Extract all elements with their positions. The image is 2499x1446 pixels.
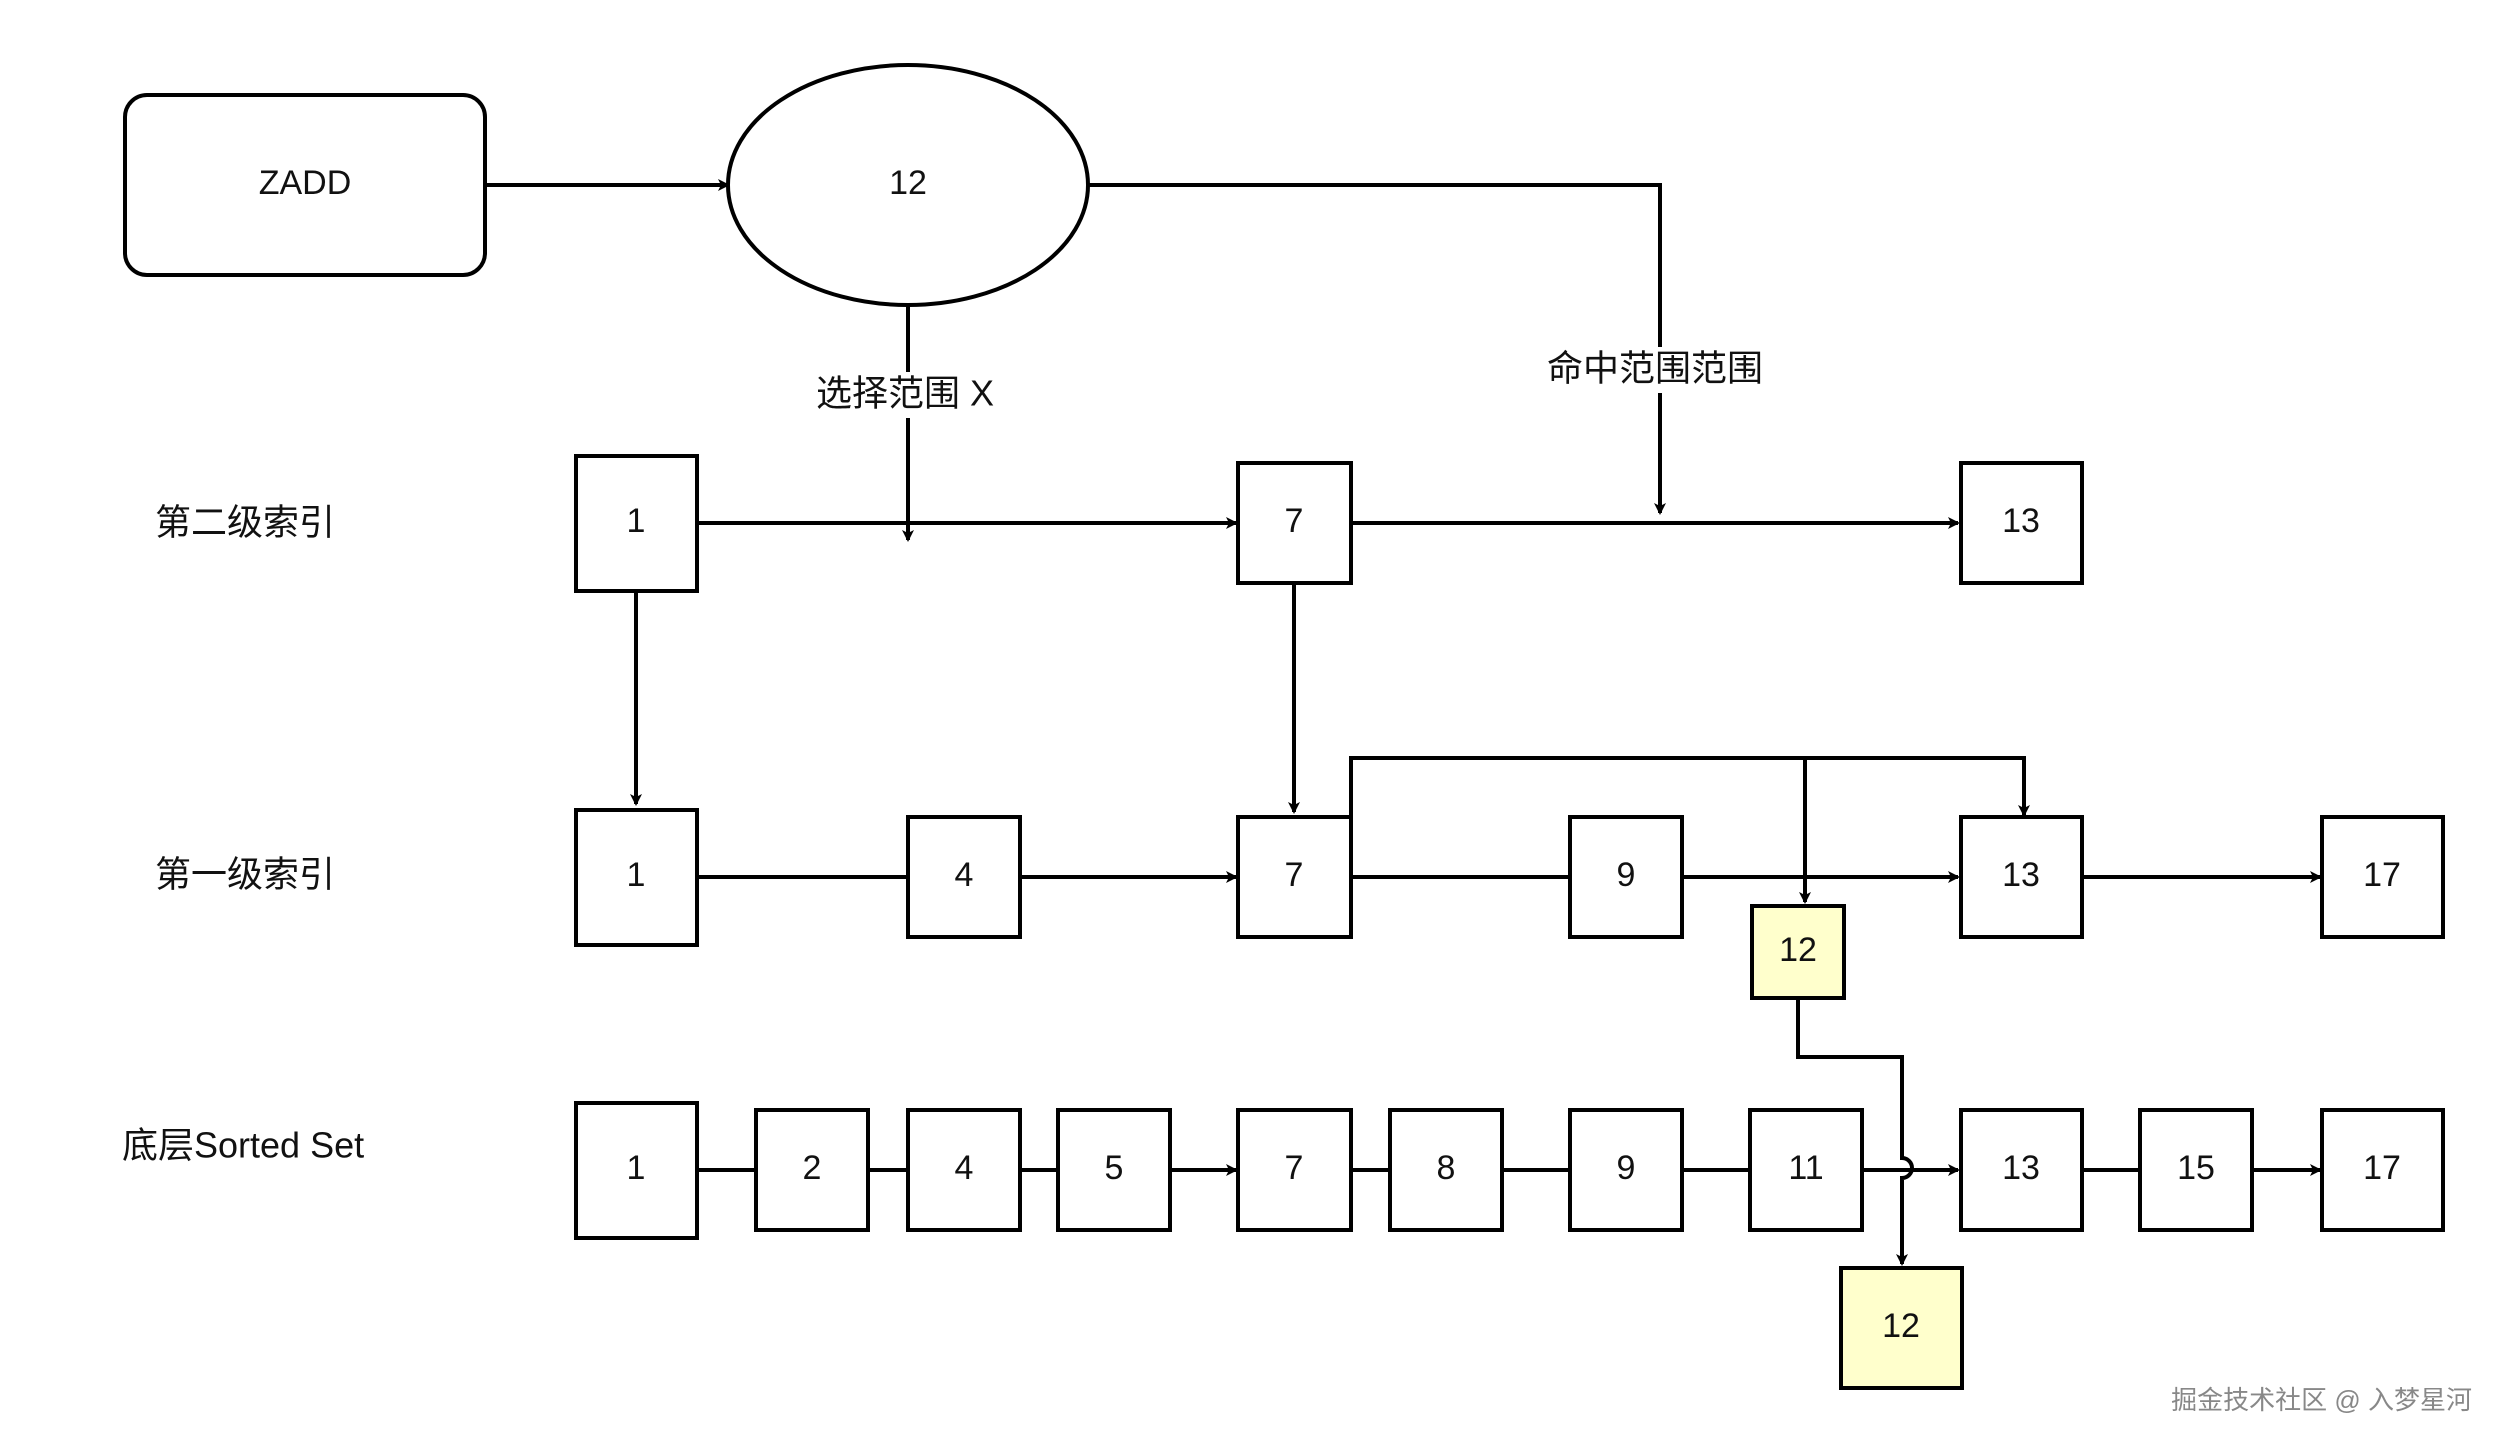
- l2-node-13-label: 13: [2002, 502, 2040, 540]
- level1-row: 1 4 7 9 13 17 12: [574, 756, 2445, 1000]
- l1-node-7-label: 7: [1285, 856, 1304, 894]
- edge-hit-range: [1088, 183, 1666, 515]
- b-node-8-label: 8: [1437, 1149, 1456, 1187]
- l2-node-1-label: 1: [627, 502, 646, 540]
- l2-node-7-label: 7: [1285, 502, 1304, 540]
- l1-node-13-label: 13: [2002, 856, 2040, 894]
- query-node-ellipse: 12: [726, 63, 1090, 307]
- l1-node-17-label: 17: [2363, 856, 2401, 894]
- bottom-row: 1 2 4 5 7 8 9 11: [574, 1101, 2445, 1390]
- l1-node-4-label: 4: [955, 856, 974, 894]
- l1-node-9-label: 9: [1617, 856, 1636, 894]
- select-range-label-bg: [800, 372, 1010, 418]
- b-node-13-label: 13: [2002, 1149, 2040, 1187]
- l1-inserted-node-12: 12: [1750, 904, 1846, 1000]
- b-node-11: 11: [1748, 1108, 1864, 1232]
- l1-node-1: 1: [574, 808, 699, 947]
- l1-node-13: 13: [1959, 815, 2084, 939]
- b-node-15: 15: [2138, 1108, 2254, 1232]
- b-node-11-label: 11: [1788, 1149, 1823, 1187]
- l2-node-7: 7: [1236, 461, 1353, 585]
- level2-row: 1 7 13: [574, 454, 2084, 593]
- b-inserted-node-12: 12: [1839, 1266, 1964, 1390]
- b-node-4: 4: [906, 1108, 1022, 1232]
- l1-node-4: 4: [906, 815, 1022, 939]
- b-node-17: 17: [2320, 1108, 2445, 1232]
- zadd-label: ZADD: [259, 164, 352, 202]
- b-node-9-label: 9: [1617, 1149, 1636, 1187]
- edge-l1-12-to-bottom-12: [1796, 998, 1914, 1266]
- l1-node-1-label: 1: [627, 856, 646, 894]
- row-label-level1: 第一级索引: [155, 854, 335, 895]
- b-node-17-label: 17: [2363, 1149, 2401, 1187]
- l2-node-1: 1: [574, 454, 699, 593]
- b-node-2-label: 2: [803, 1149, 822, 1187]
- b-node-1: 1: [574, 1101, 699, 1240]
- l2-node-13: 13: [1959, 461, 2084, 585]
- b-inserted-node-12-label: 12: [1882, 1307, 1920, 1345]
- row-label-level2: 第二级索引: [155, 502, 335, 543]
- watermark: 掘金技术社区 @ 入梦星河: [2171, 1385, 2472, 1415]
- b-node-8: 8: [1388, 1108, 1504, 1232]
- b-node-7-label: 7: [1285, 1149, 1304, 1187]
- b-node-9: 9: [1568, 1108, 1684, 1232]
- b-node-4-label: 4: [955, 1149, 974, 1187]
- b-node-15-label: 15: [2177, 1149, 2215, 1187]
- b-node-1-label: 1: [627, 1149, 646, 1187]
- row-label-bottom: 底层Sorted Set: [122, 1125, 364, 1166]
- b-node-5-label: 5: [1105, 1149, 1124, 1187]
- zadd-box: ZADD: [123, 93, 487, 277]
- l1-inserted-node-12-label: 12: [1779, 931, 1817, 969]
- edge-l1-7-over-13: [1349, 756, 2030, 820]
- l1-node-7: 7: [1236, 815, 1353, 939]
- b-node-13: 13: [1959, 1108, 2084, 1232]
- select-range-label: 选择范围 X: [816, 373, 994, 414]
- query-node-label: 12: [889, 164, 927, 202]
- hit-range-label-bg: [1535, 347, 1785, 393]
- l1-node-17: 17: [2320, 815, 2445, 939]
- hit-range-label: 命中范围范围: [1547, 348, 1763, 389]
- b-node-2: 2: [754, 1108, 870, 1232]
- l1-node-9: 9: [1568, 815, 1684, 939]
- b-node-7: 7: [1236, 1108, 1353, 1232]
- b-node-5: 5: [1056, 1108, 1172, 1232]
